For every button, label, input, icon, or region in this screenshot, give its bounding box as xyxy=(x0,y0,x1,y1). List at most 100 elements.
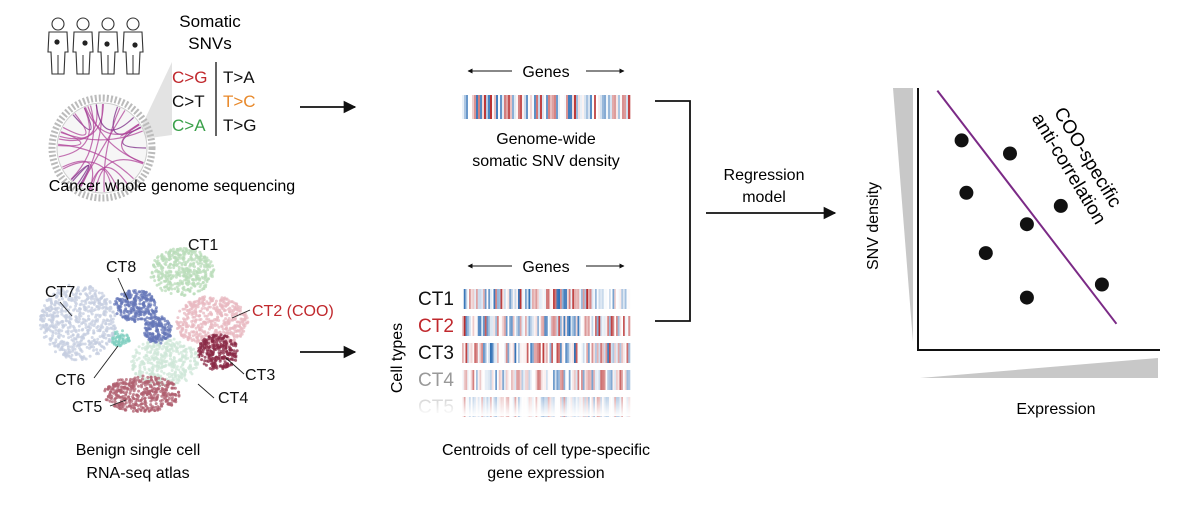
heat-cell xyxy=(556,95,559,119)
heat-cell xyxy=(579,316,582,336)
heat-cell xyxy=(514,95,517,119)
heat-cell xyxy=(593,343,596,363)
heat-cell xyxy=(567,316,570,336)
centroids-caption-line1: Centroids of cell type-specific xyxy=(442,442,650,459)
person-icon xyxy=(122,17,144,75)
heat-cell xyxy=(481,289,484,309)
heat-cell xyxy=(470,343,473,363)
heat-cell xyxy=(526,343,529,363)
heat-cell xyxy=(619,370,622,390)
heat-cell xyxy=(512,316,515,336)
heat-cell xyxy=(465,370,468,390)
heat-cell xyxy=(628,316,631,336)
umap-cluster xyxy=(103,374,181,413)
heat-cell xyxy=(483,370,486,390)
heat-cell xyxy=(628,370,631,390)
heat-cell xyxy=(558,289,561,309)
leader-line xyxy=(197,383,215,399)
heat-cell xyxy=(540,95,543,119)
heat-cell xyxy=(463,343,466,363)
heat-cell xyxy=(516,343,519,363)
cluster-label: CT5 xyxy=(72,399,102,416)
heat-cell xyxy=(624,289,627,309)
heat-cell xyxy=(540,343,543,363)
heat-cell xyxy=(617,289,620,309)
heat-cell xyxy=(586,316,589,336)
cluster-label: CT2 (COO) xyxy=(252,303,334,320)
heat-cell xyxy=(468,95,471,119)
heat-cell xyxy=(498,343,501,363)
heat-cell xyxy=(575,370,578,390)
heat-cell xyxy=(596,289,599,309)
heat-cell xyxy=(510,95,513,119)
somatic-label: Somatic xyxy=(179,12,241,31)
heat-cell xyxy=(466,95,469,119)
heat-cell xyxy=(572,316,575,336)
heat-cell xyxy=(524,95,527,119)
heat-cell xyxy=(560,289,563,309)
trend-annotation: COO-specific anti-correlation xyxy=(1027,104,1125,228)
heat-cell xyxy=(558,343,561,363)
heat-cell xyxy=(514,370,517,390)
heat-cell xyxy=(619,343,622,363)
heat-cell xyxy=(616,316,619,336)
circos-plot-icon xyxy=(48,94,156,202)
heat-cell xyxy=(500,95,503,119)
heat-cell xyxy=(553,289,556,309)
leader-line xyxy=(225,357,245,375)
mutation-label: C>G xyxy=(172,68,207,87)
heat-cell xyxy=(556,289,559,309)
heat-cell xyxy=(495,316,498,336)
heat-cell xyxy=(554,343,557,363)
heat-cell xyxy=(577,370,580,390)
heat-cell xyxy=(530,95,533,119)
heat-cell xyxy=(547,370,550,390)
heat-cell xyxy=(570,343,573,363)
heat-cell xyxy=(603,343,606,363)
heat-cell xyxy=(568,289,571,309)
regression-label-line2: model xyxy=(742,189,786,206)
heat-cell xyxy=(561,289,564,309)
heat-cell xyxy=(616,289,619,309)
scatter-point xyxy=(978,246,993,261)
heat-cell xyxy=(519,343,522,363)
heat-cell xyxy=(582,95,585,119)
heat-cell xyxy=(548,95,551,119)
cell-type-row-label: CT1 xyxy=(418,289,454,310)
heat-cell xyxy=(554,316,557,336)
umap-cluster xyxy=(113,289,158,324)
heat-cell xyxy=(591,289,594,309)
cluster-label: CT7 xyxy=(45,284,75,301)
heat-cell xyxy=(462,370,465,390)
heat-cell xyxy=(617,343,620,363)
scatter-point xyxy=(954,133,969,148)
heat-cell xyxy=(470,316,473,336)
heat-cell xyxy=(558,95,561,119)
heat-cell xyxy=(463,316,466,336)
mutation-label: T>C xyxy=(223,92,256,111)
heat-cell xyxy=(525,370,528,390)
heat-cell xyxy=(484,343,487,363)
heat-cell xyxy=(602,289,605,309)
heat-cell xyxy=(481,316,484,336)
heat-cell xyxy=(609,370,612,390)
heat-cell xyxy=(511,343,514,363)
heat-cell xyxy=(612,316,615,336)
heat-cell xyxy=(484,95,487,119)
heat-cell xyxy=(574,370,577,390)
snv-label: SNVs xyxy=(188,34,231,53)
heat-cell xyxy=(535,316,538,336)
heat-cell xyxy=(505,343,508,363)
heat-cell xyxy=(579,343,582,363)
heat-cell xyxy=(486,316,489,336)
x-axis-label: Expression xyxy=(1016,401,1095,418)
heat-cell xyxy=(582,370,585,390)
heat-cell xyxy=(474,316,477,336)
trend-line xyxy=(936,90,1118,325)
heat-cell xyxy=(484,289,487,309)
heat-cell xyxy=(581,316,584,336)
heat-cell xyxy=(563,343,566,363)
heat-cell xyxy=(540,289,543,309)
heat-cell xyxy=(536,95,539,119)
heat-cell xyxy=(556,316,559,336)
